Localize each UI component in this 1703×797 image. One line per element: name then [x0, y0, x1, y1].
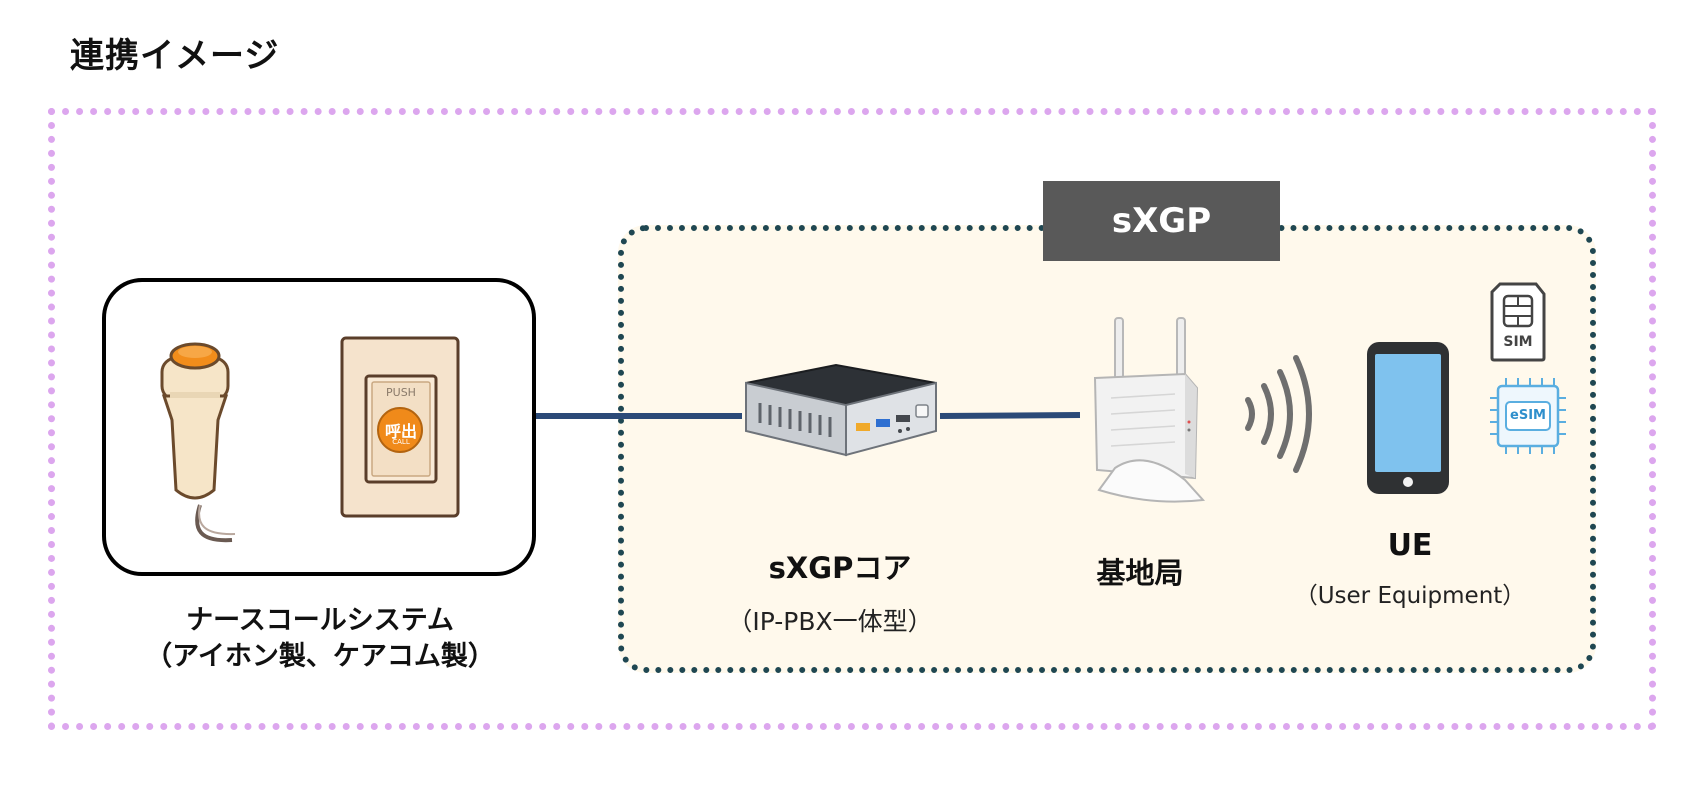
wall-call-button-icon: PUSH 呼出 CALL [340, 336, 460, 518]
connector-core-to-basestation [939, 412, 1081, 419]
smartphone-icon [1367, 342, 1449, 494]
integration-frame [48, 108, 1656, 730]
base-station-label: 基地局 [1096, 556, 1184, 590]
nurse-call-label: ナースコールシステム [186, 605, 454, 636]
ue-label: UE [1387, 528, 1433, 563]
sxgp-core-label: sXGPコア [768, 551, 912, 585]
nurse-call-sublabel: （アイホン製、ケアコム製） [145, 641, 495, 672]
wireless-signal-icon [1245, 355, 1312, 473]
sxgp-core-sublabel: （IP-PBX一体型） [727, 607, 933, 636]
router-icon [1093, 317, 1206, 503]
esim-chip-text: eSIM [1510, 408, 1546, 423]
nurse-call-box [102, 278, 536, 576]
sim-card-text: SIM [1503, 334, 1533, 350]
handheld-nurse-call-icon [160, 342, 236, 543]
ue-sublabel: （User Equipment） [1294, 583, 1526, 609]
call-button-call-text: CALL [392, 438, 410, 446]
page-title: 連携イメージ [70, 36, 280, 76]
call-button-center-text: 呼出 [384, 422, 417, 441]
sim-card-icon: SIM [1490, 282, 1546, 362]
mini-pc-icon [745, 363, 937, 457]
esim-chip-icon: eSIM [1488, 376, 1568, 456]
sxgp-badge: sXGP [1043, 181, 1280, 261]
call-button-push-text: PUSH [386, 386, 416, 399]
